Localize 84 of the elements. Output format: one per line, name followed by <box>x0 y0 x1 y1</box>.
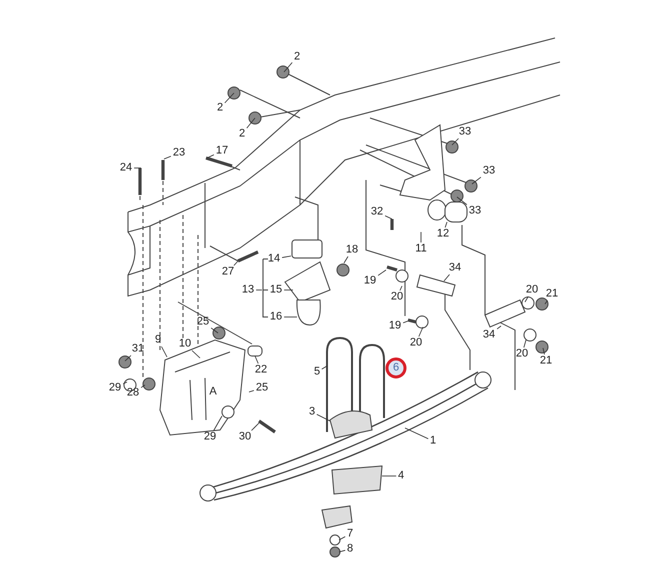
callout-number: 2 <box>238 128 246 140</box>
leader-line <box>452 138 459 146</box>
callout-number: 31 <box>132 344 144 354</box>
leader-line <box>378 270 386 276</box>
callout-number: 21 <box>546 288 558 300</box>
leader-line <box>282 256 292 258</box>
leader-line <box>338 536 346 540</box>
callout-number: 11 <box>415 244 427 254</box>
callout-number: 32 <box>370 206 384 218</box>
callout-number: 12 <box>436 228 450 240</box>
callout-number: 29 <box>204 432 216 442</box>
callout-number: 24 <box>120 162 132 174</box>
callout-number: 8 <box>346 544 354 554</box>
leader-line <box>234 260 238 266</box>
leader-line <box>251 422 260 431</box>
callout-number: 23 <box>172 148 186 158</box>
callout-number: 3 <box>308 406 316 418</box>
leader-line <box>544 300 548 304</box>
callout-number: 4 <box>398 470 404 482</box>
leader-line <box>420 232 422 243</box>
callout-number: 20 <box>526 284 538 296</box>
leader-line <box>524 296 529 302</box>
callout-number: 20 <box>410 338 422 348</box>
leader-line <box>321 366 328 370</box>
callout-number: 7 <box>346 528 354 540</box>
leader-line <box>122 382 128 384</box>
callout-number: 34 <box>482 330 496 340</box>
leader-line <box>124 355 132 362</box>
callout-number: 27 <box>222 266 234 278</box>
callout-number: 22 <box>254 364 268 376</box>
leader-line <box>402 320 408 324</box>
callout-number: 34 <box>448 262 462 274</box>
callout-number: 17 <box>216 146 228 156</box>
callout-number: 19 <box>388 320 402 332</box>
leader-line <box>338 550 346 552</box>
leader-line <box>444 222 448 228</box>
callout-number: 30 <box>238 432 252 442</box>
callout-number: 14 <box>268 254 280 264</box>
leader-line <box>472 176 482 184</box>
callout-number: 15 <box>270 284 282 296</box>
view-marker: A <box>209 386 217 398</box>
leader-line <box>456 196 468 206</box>
leader-line <box>542 348 545 355</box>
callout-number: 33 <box>482 166 496 176</box>
leader-line <box>206 154 214 158</box>
leader-line <box>316 414 330 422</box>
callout-number: 10 <box>178 338 192 350</box>
callout-number: 33 <box>458 126 472 138</box>
leader-line <box>254 356 259 364</box>
callout-number: 28 <box>126 388 140 398</box>
leader-line <box>284 316 298 318</box>
leader-line <box>210 328 218 334</box>
leader-line <box>164 156 172 160</box>
leader-line <box>224 92 234 104</box>
callout-number: 13 <box>242 284 254 296</box>
leader-line <box>404 428 429 440</box>
callout-number: 16 <box>270 312 282 322</box>
leader-line <box>444 274 450 282</box>
leader-line <box>161 346 168 358</box>
callout-number: 29 <box>108 382 122 394</box>
leader-line <box>248 390 254 392</box>
callout-number: 2 <box>216 102 224 114</box>
callout-number: 25 <box>196 316 210 328</box>
leader-line <box>418 326 424 337</box>
leader-line <box>496 326 502 330</box>
callout-number: 19 <box>364 276 376 286</box>
callout-number: 1 <box>430 436 436 446</box>
leader-line <box>384 215 392 220</box>
callout-number: 21 <box>540 356 552 366</box>
leader-line <box>400 286 402 291</box>
callout-number: 20 <box>390 292 404 302</box>
callout-number: 9 <box>154 334 162 346</box>
highlighted-callout-number: 6 <box>392 362 400 374</box>
leader-line <box>246 118 256 128</box>
callout-number: 18 <box>346 244 358 256</box>
callout-number: 33 <box>468 206 482 216</box>
callout-number: 2 <box>294 52 300 62</box>
callout-number: 25 <box>256 382 268 394</box>
leader-line <box>140 384 146 388</box>
leader-line <box>523 340 526 348</box>
callout-number: 5 <box>314 366 320 378</box>
leader-line <box>344 256 348 264</box>
leader-line <box>284 62 293 72</box>
callout-number: 20 <box>516 348 528 360</box>
